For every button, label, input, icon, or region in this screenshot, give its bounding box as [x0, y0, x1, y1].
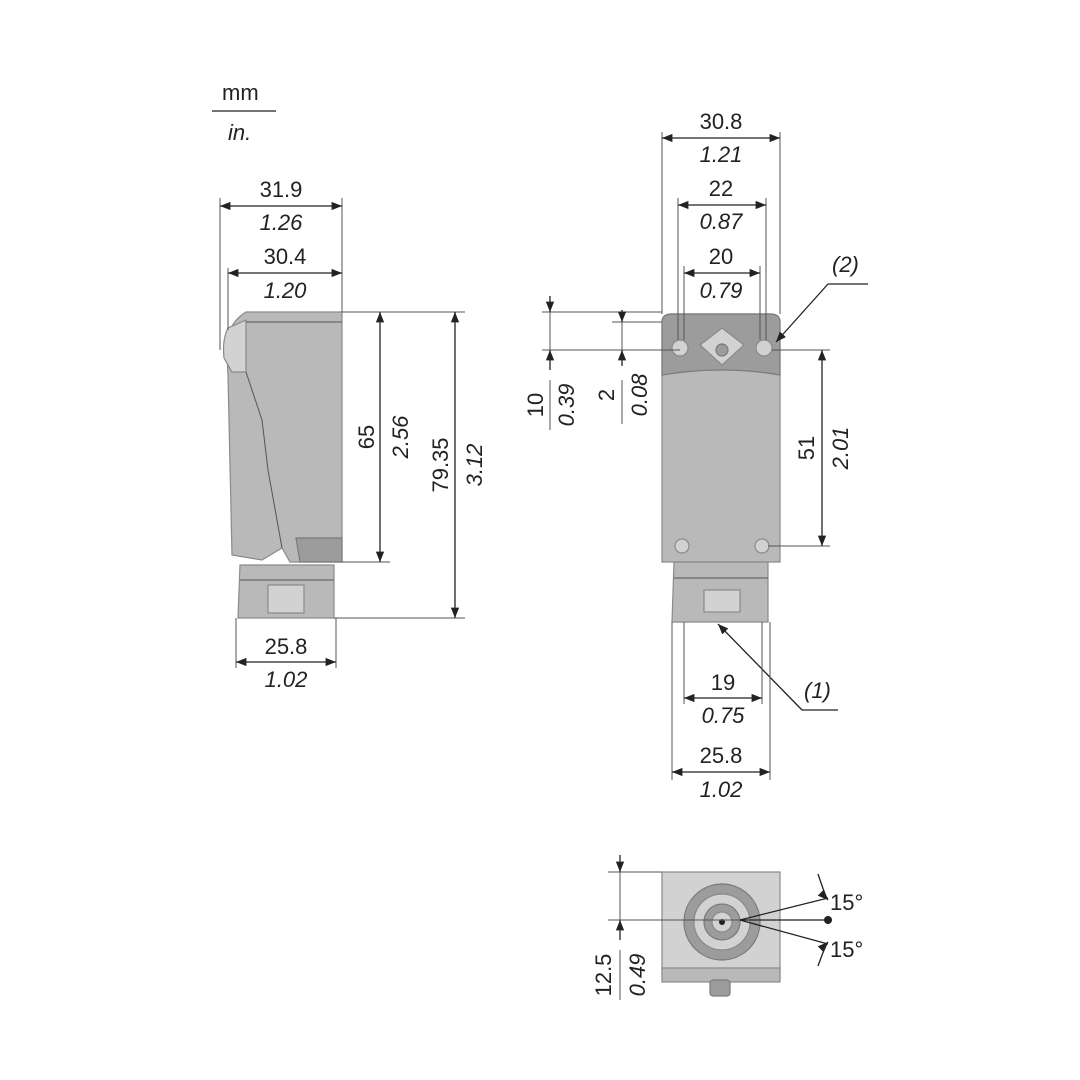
- unit-mm: mm: [222, 80, 259, 105]
- dim-10-mm: 10: [523, 393, 548, 417]
- front-view-screw-bottom-left: [674, 538, 690, 554]
- dim-30-4-mm: 30.4: [264, 244, 307, 269]
- dim-79-35-in: 3.12: [462, 444, 487, 487]
- side-view-lever-edge: [222, 319, 247, 373]
- dim-2-in: 0.08: [627, 373, 652, 417]
- callout-1-leader: [717, 623, 803, 711]
- front-view-center-screw: [715, 343, 729, 357]
- dim-side-25-8-mm: 25.8: [265, 634, 308, 659]
- front-view-screw-bottom-right: [754, 538, 770, 554]
- dim-12-5-mm: 12.5: [591, 954, 616, 997]
- dim-30-8-mm: 30.8: [700, 109, 743, 134]
- dim-30-8-in: 1.21: [700, 142, 743, 167]
- callout-2-leader: [775, 283, 829, 343]
- dim-22-in: 0.87: [700, 209, 744, 234]
- callout-2-label: (2): [832, 252, 859, 277]
- side-view: 31.9 1.26 30.4 1.20 65 2.56 79.35 3.12 2…: [219, 177, 487, 692]
- dim-front-25-8-in: 1.02: [700, 777, 743, 802]
- dim-20-mm: 20: [709, 244, 733, 269]
- dim-65-mm: 65: [354, 425, 379, 449]
- front-view: 30.8 1.21 22 0.87 20 0.79 10 0.39 2 0.08…: [523, 109, 868, 802]
- dim-51-mm: 51: [794, 436, 819, 460]
- dim-19-mm: 19: [711, 670, 735, 695]
- dim-31-9-in: 1.26: [260, 210, 304, 235]
- dim-20-in: 0.79: [700, 278, 743, 303]
- bottom-view-screw-tab: [709, 979, 731, 997]
- angle-vertex-dot: [824, 916, 832, 924]
- dim-12-5-in: 0.49: [625, 954, 650, 997]
- dim-side-25-8-in: 1.02: [265, 667, 308, 692]
- unit-in: in.: [228, 120, 251, 145]
- dim-2-mm: 2: [594, 389, 619, 401]
- dim-front-25-8-mm: 25.8: [700, 743, 743, 768]
- dim-10-in: 0.39: [554, 384, 579, 427]
- dim-22-mm: 22: [709, 176, 733, 201]
- front-view-screw-right: [755, 339, 773, 357]
- front-view-base-window: [703, 589, 741, 613]
- dim-65-in: 2.56: [388, 415, 413, 460]
- side-view-shadow-line: [245, 371, 283, 549]
- dim-79-35-mm: 79.35: [428, 437, 453, 492]
- dim-31-9-mm: 31.9: [260, 177, 303, 202]
- angle-15-bottom: 15°: [830, 937, 863, 962]
- side-view-foot: [295, 537, 343, 563]
- dim-51-in: 2.01: [828, 427, 853, 471]
- dim-19-in: 0.75: [702, 703, 746, 728]
- unit-legend: mm in.: [212, 80, 276, 145]
- side-view-base-window: [267, 584, 305, 614]
- front-view-screw-left: [671, 339, 689, 357]
- callout-1-label: (1): [804, 678, 831, 703]
- bottom-view: 12.5 0.49 15° 15°: [591, 855, 863, 1000]
- dim-30-4-in: 1.20: [264, 278, 308, 303]
- angle-15-top: 15°: [830, 890, 863, 915]
